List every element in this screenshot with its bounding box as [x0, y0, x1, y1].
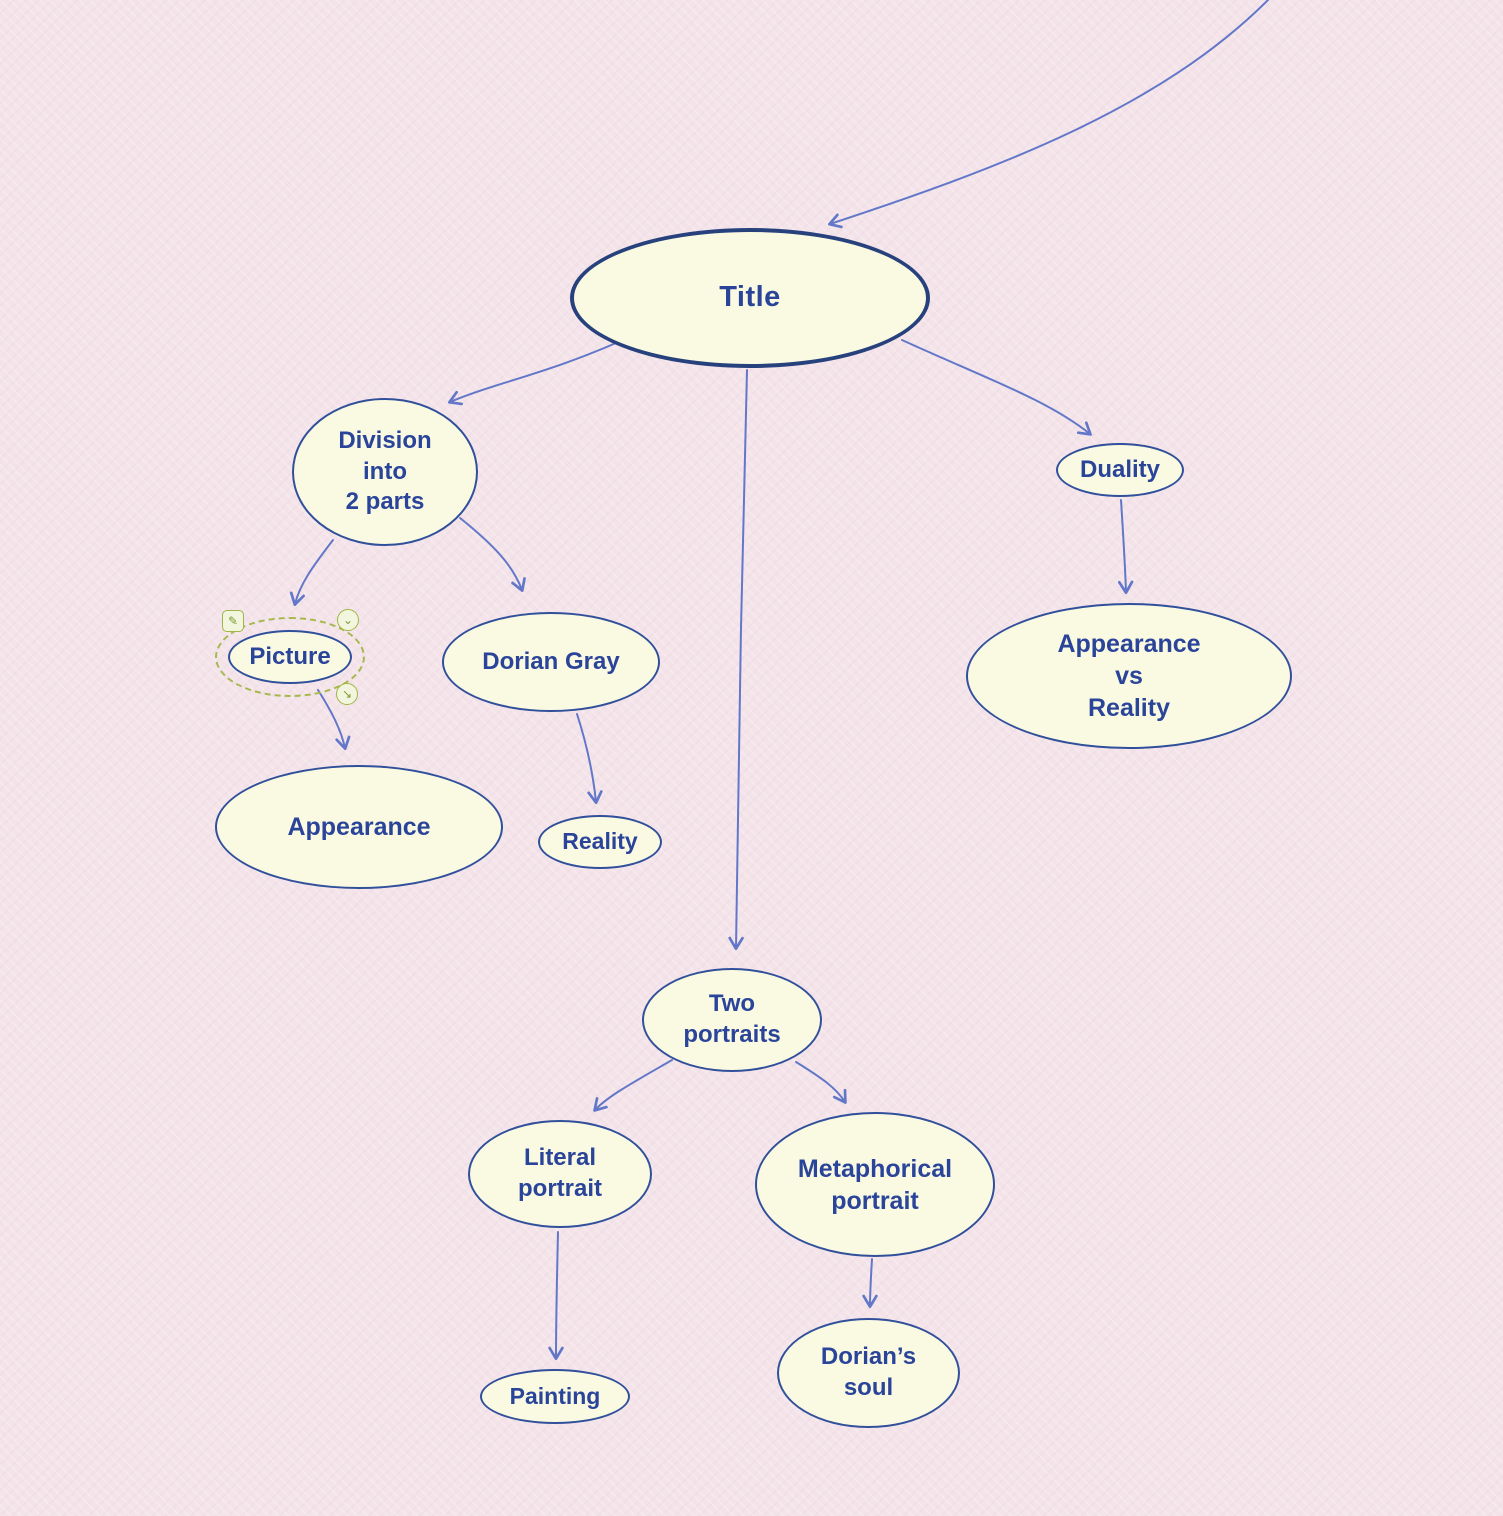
node-dorian-gray-label: Dorian Gray: [482, 647, 620, 675]
node-literal-portrait[interactable]: Literal portrait: [468, 1120, 652, 1228]
resize-node-button[interactable]: ↘: [336, 683, 358, 705]
node-picture[interactable]: Picture: [228, 630, 352, 684]
node-dorians-soul[interactable]: Dorian’s soul: [777, 1318, 960, 1428]
edit-node-button[interactable]: ✎: [222, 610, 244, 632]
edge-title-duality: [901, 339, 1092, 436]
edge-dorian-gray-reality: [576, 713, 603, 805]
node-literal-portrait-label: Literal portrait: [518, 1144, 602, 1202]
edge-division-dorian-gray: [459, 517, 526, 593]
node-appearance[interactable]: Appearance: [215, 765, 503, 889]
node-metaphorical-portrait-label: Metaphorical portrait: [797, 1154, 953, 1215]
collapse-node-button[interactable]: ⌄: [337, 609, 359, 631]
node-division-into-2-parts[interactable]: Division into 2 parts: [292, 398, 478, 546]
edge-two-portraits-metaphorical: [795, 1061, 847, 1104]
node-duality[interactable]: Duality: [1056, 443, 1184, 497]
node-reality[interactable]: Reality: [538, 815, 662, 869]
node-dorian-gray[interactable]: Dorian Gray: [442, 612, 660, 712]
node-appearance-vs-reality[interactable]: Appearance vs Reality: [966, 603, 1292, 749]
node-title-label: Title: [719, 281, 781, 314]
edge-literal-painting: [548, 1231, 564, 1361]
edge-two-portraits-literal: [593, 1059, 673, 1112]
node-reality-label: Reality: [562, 828, 638, 855]
edge-incoming-title: [827, 0, 1269, 229]
node-painting[interactable]: Painting: [480, 1369, 630, 1424]
edge-duality-appearance-vs-reality: [1117, 499, 1134, 595]
node-division-label: Division into 2 parts: [338, 426, 432, 516]
node-appearance-label: Appearance: [287, 813, 431, 841]
node-appearance-vs-reality-label: Appearance vs Reality: [1057, 630, 1201, 722]
edge-metaphorical-dorians-soul: [862, 1258, 878, 1309]
edit-icon: ✎: [227, 614, 239, 628]
node-title[interactable]: Title: [570, 228, 930, 368]
chevron-down-icon: ⌄: [342, 613, 354, 627]
node-duality-label: Duality: [1079, 455, 1160, 483]
node-two-portraits[interactable]: Two portraits: [642, 968, 822, 1072]
node-two-portraits-label: Two portraits: [683, 990, 781, 1048]
edge-title-division: [448, 342, 617, 406]
edge-title-two-portraits: [728, 369, 748, 951]
node-dorians-soul-label: Dorian’s soul: [820, 1343, 917, 1401]
node-metaphorical-portrait[interactable]: Metaphorical portrait: [755, 1112, 995, 1257]
node-picture-label: Picture: [249, 642, 331, 670]
diagonal-arrow-icon: ↘: [341, 687, 353, 701]
edge-division-picture: [289, 539, 334, 607]
node-painting-label: Painting: [509, 1382, 601, 1409]
